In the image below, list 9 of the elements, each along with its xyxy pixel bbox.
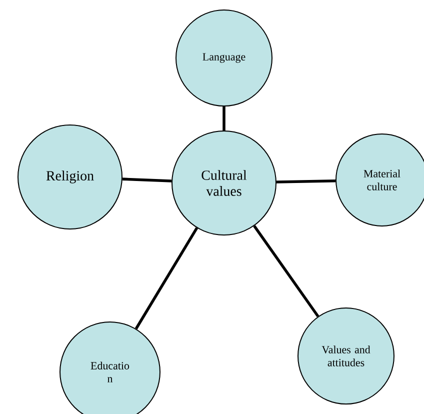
circle-node: Values and attitudes — [298, 308, 394, 404]
connector-line — [222, 106, 226, 130]
circle-node: Language — [176, 10, 272, 106]
circle-node: Religion — [18, 124, 122, 230]
circle-node: Cultural values — [172, 130, 276, 236]
connector-line — [276, 180, 336, 184]
connector-line — [253, 225, 320, 318]
connector-line — [134, 227, 198, 330]
connector-line — [122, 178, 172, 182]
